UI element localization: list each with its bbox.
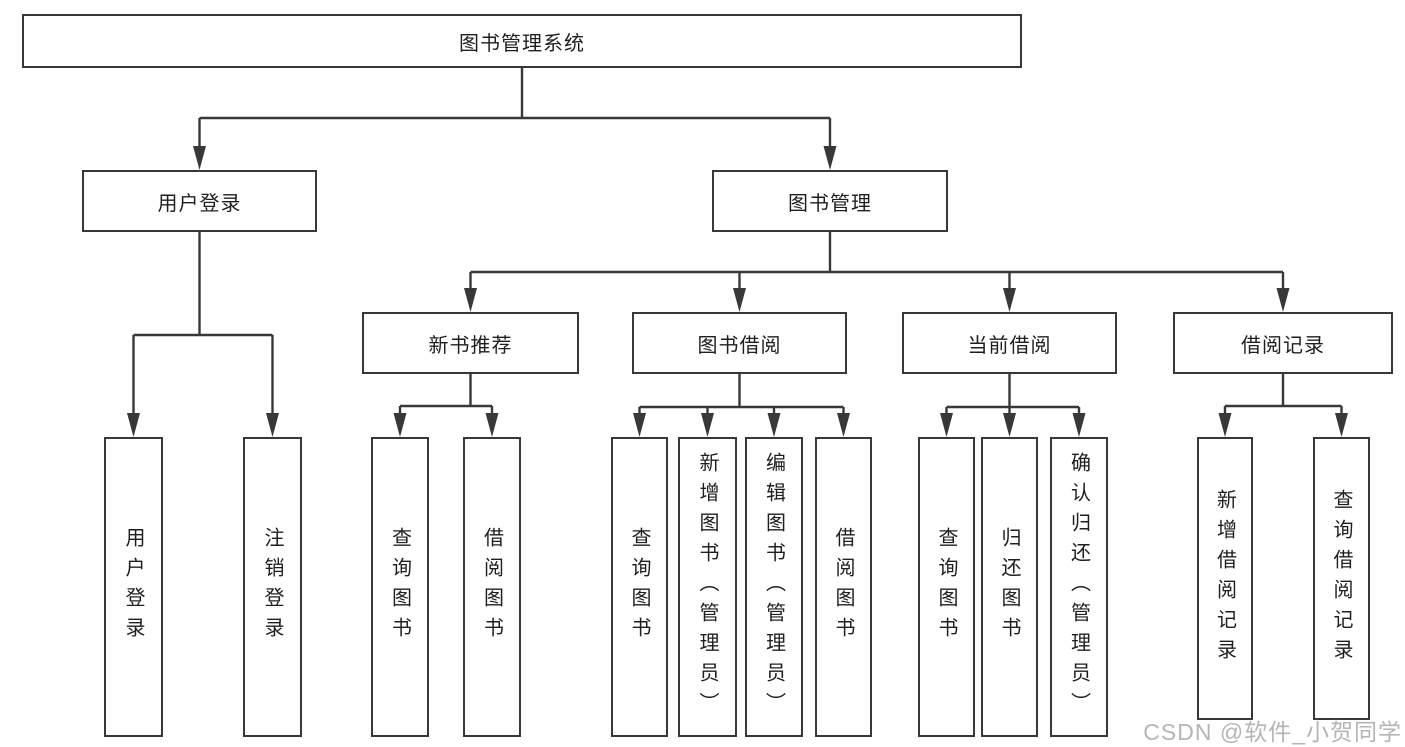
connector-book-borrow-to-leaves bbox=[633, 374, 850, 437]
leaf-query-books-current: 查询图书 bbox=[918, 437, 975, 737]
node-book-management: 图书管理 bbox=[712, 170, 948, 232]
leaf-add-borrow-record: 新增借阅记录 bbox=[1197, 437, 1253, 720]
leaf-query-borrow-record: 查询借阅记录 bbox=[1313, 437, 1370, 720]
node-root: 图书管理系统 bbox=[22, 14, 1022, 68]
node-new-book-recommend: 新书推荐 bbox=[362, 312, 579, 374]
connector-user-login-to-leaves bbox=[127, 232, 279, 437]
node-book-borrow: 图书借阅 bbox=[632, 312, 847, 374]
leaf-user-login: 用户登录 bbox=[104, 437, 163, 737]
node-borrow-records: 借阅记录 bbox=[1173, 312, 1393, 374]
watermark-text: CSDN @软件_小贺同学 bbox=[1143, 719, 1402, 745]
leaf-query-books-recommend: 查询图书 bbox=[371, 437, 429, 737]
connector-borrow-records-to-leaves bbox=[1218, 374, 1348, 437]
leaf-borrow-books-recommend: 借阅图书 bbox=[463, 437, 521, 737]
connector-new-book-recommend-to-leaves bbox=[393, 374, 499, 437]
leaf-query-books-borrow: 查询图书 bbox=[611, 437, 668, 737]
connector-book-management-to-level3 bbox=[464, 232, 1290, 312]
node-current-borrow: 当前借阅 bbox=[902, 312, 1117, 374]
connector-root-to-level2 bbox=[193, 68, 837, 170]
leaf-logout: 注销登录 bbox=[243, 437, 302, 737]
connector-current-borrow-to-leaves bbox=[940, 374, 1086, 437]
leaf-add-books-admin: 新增图书（管理员） bbox=[678, 437, 737, 737]
leaf-return-books: 归还图书 bbox=[981, 437, 1038, 737]
leaf-confirm-return-admin: 确认归还（管理员） bbox=[1050, 437, 1108, 737]
leaf-edit-books-admin: 编辑图书（管理员） bbox=[745, 437, 803, 737]
node-user-login: 用户登录 bbox=[82, 170, 317, 232]
leaf-borrow-books: 借阅图书 bbox=[815, 437, 872, 737]
